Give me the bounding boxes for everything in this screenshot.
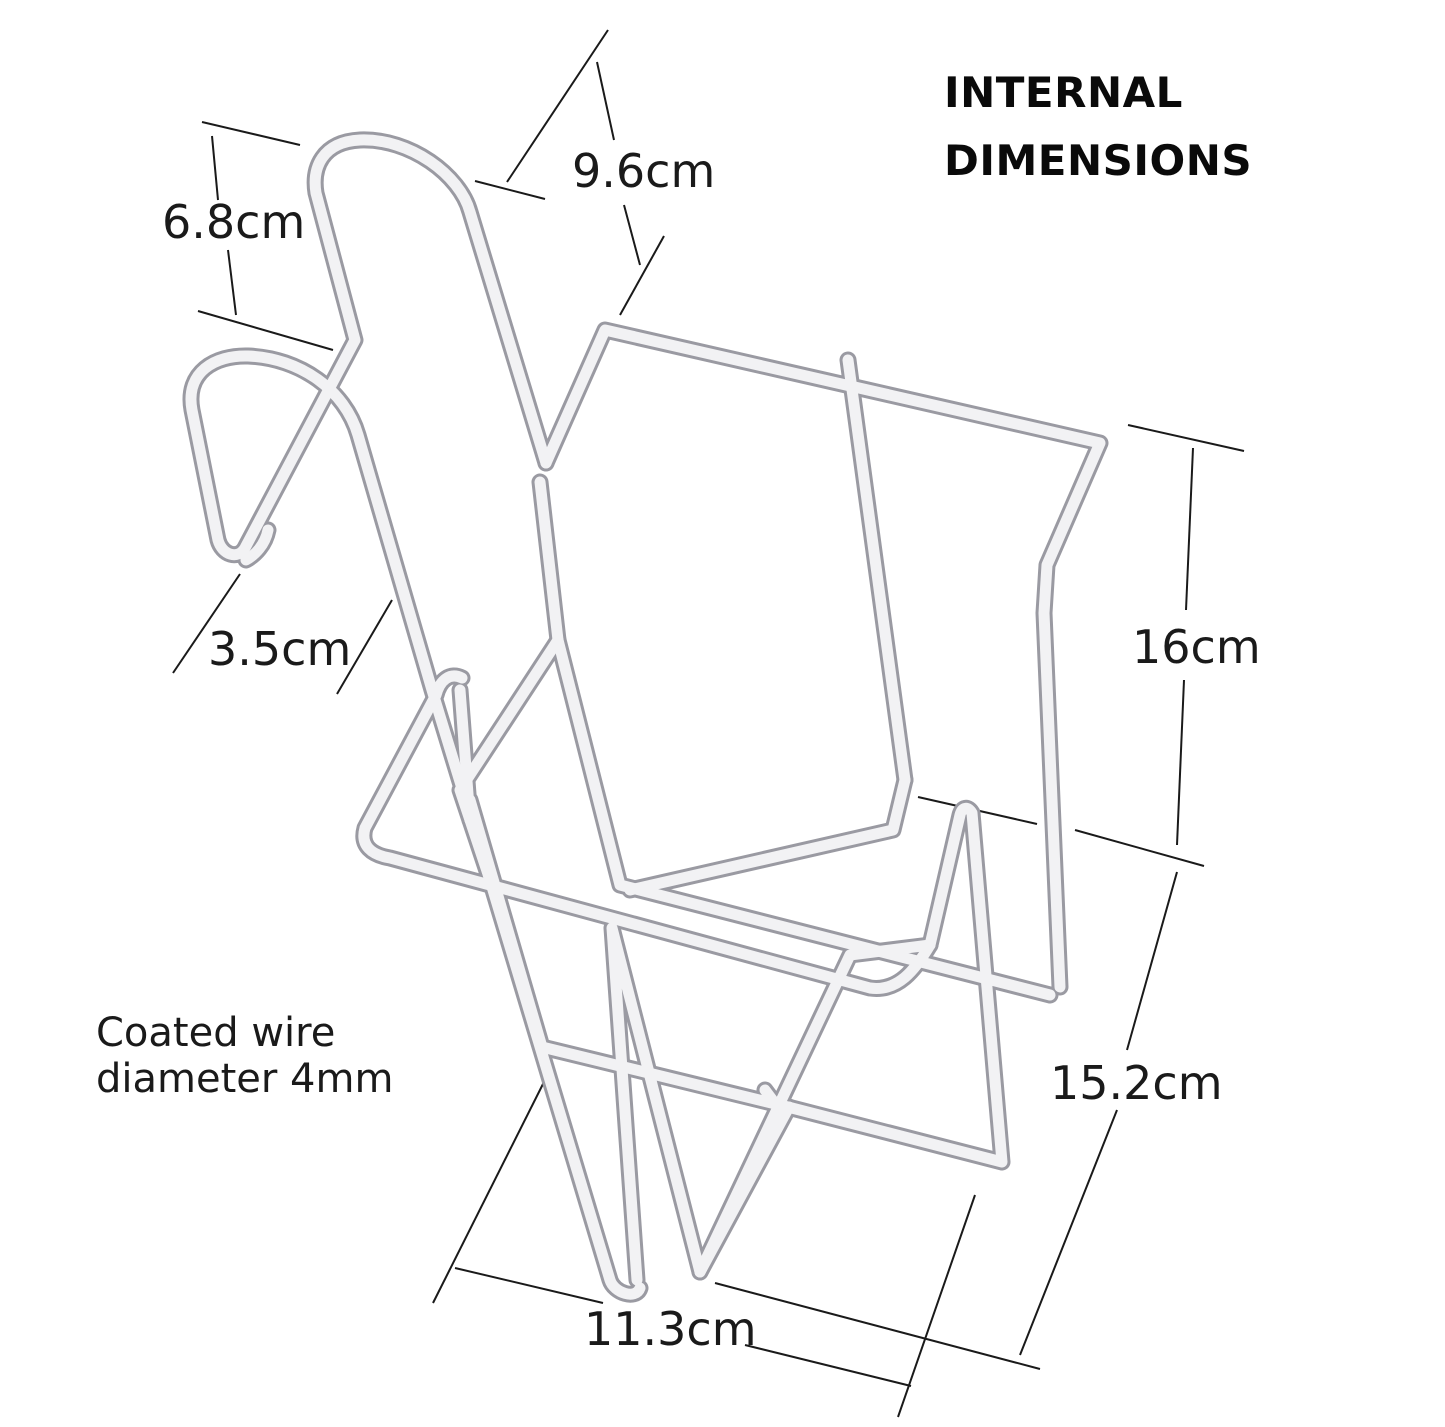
wire-note-line-1: Coated wire: [96, 1010, 336, 1056]
dimension-label-back-width: 9.6cm: [572, 144, 716, 198]
dim-3-5-ext-left: [172, 573, 241, 674]
dim-9-6-line-bottom: [623, 204, 641, 266]
dim-15-2-ext-bottom: [714, 1282, 1041, 1370]
title-line-1: INTERNAL: [944, 68, 1183, 117]
title-line-2: DIMENSIONS: [944, 136, 1253, 185]
dim-6-8-line-bottom: [227, 249, 237, 316]
dim-16-line-bottom: [1176, 679, 1185, 846]
dim-15-2-line-top: [1126, 871, 1178, 1051]
dim-9-6-ext-right: [619, 235, 665, 316]
dim-16-ext-top: [1127, 424, 1245, 452]
dim-9-6-line-top: [596, 61, 615, 141]
dim-6-8-ext-top: [201, 121, 301, 146]
dim-11-3-ext-right: [897, 1194, 976, 1418]
dimension-label-hook-depth: 3.5cm: [208, 622, 352, 676]
dim-11-3-line-left: [454, 1267, 604, 1304]
dim-11-3-ext-left: [432, 1067, 552, 1304]
dim-15-2-line-bottom: [1019, 1109, 1118, 1356]
dim-6-8-line-top: [211, 135, 219, 201]
dimension-label-base-depth: 15.2cm: [1050, 1056, 1223, 1110]
dimension-label-base-width: 11.3cm: [584, 1302, 757, 1356]
dim-11-3-line-right: [744, 1344, 912, 1387]
wire-fill: [185, 134, 1106, 1300]
wire-frame: [182, 131, 1109, 1303]
dim-9-6-ext-left: [506, 29, 609, 183]
dim-3-5-ext-right: [336, 599, 393, 695]
dimension-lines: [172, 29, 1245, 1418]
dim-9-6-ext-left-tick: [474, 180, 546, 200]
wire-note-line-2: diameter 4mm: [96, 1056, 394, 1102]
dim-16-ext-bottom: [1074, 829, 1205, 867]
wire-outline: [182, 131, 1109, 1303]
dim-16-line-top: [1185, 447, 1194, 611]
dimension-label-hook-height: 6.8cm: [162, 195, 306, 249]
dim-6-8-ext-bottom: [197, 310, 334, 351]
dimension-label-height: 16cm: [1132, 620, 1261, 674]
